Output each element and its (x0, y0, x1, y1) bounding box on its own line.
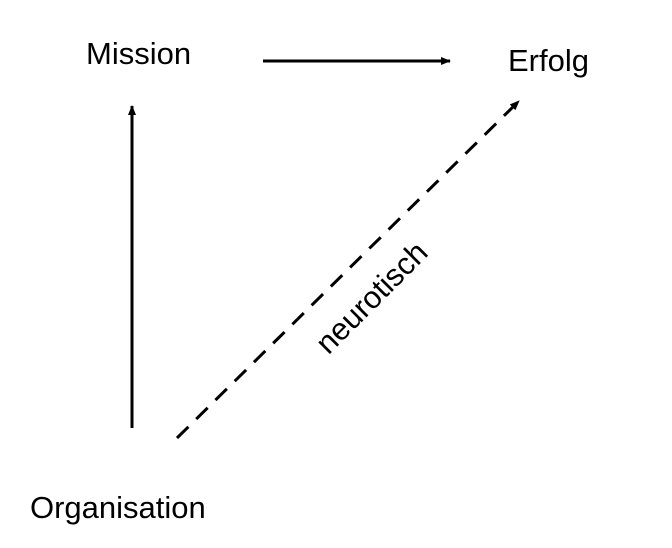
dashed-arrow-organisation-to-erfolg (175, 99, 521, 440)
node-mission: Mission (86, 36, 192, 71)
node-organisation: Organisation (30, 490, 206, 525)
node-erfolg: Erfolg (508, 43, 589, 78)
